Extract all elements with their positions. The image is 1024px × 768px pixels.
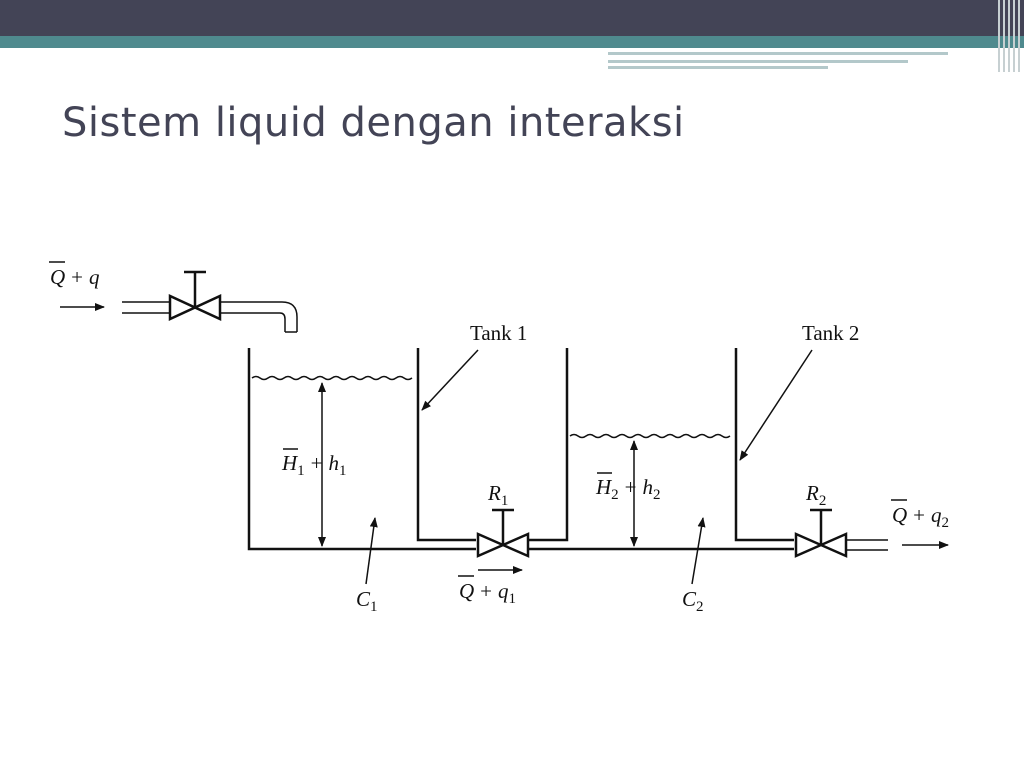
header-dark-bar <box>0 0 1024 36</box>
tank-1-label: Tank 1 <box>470 321 527 345</box>
capacitance-2-leader <box>691 517 706 585</box>
resistor-1-label: R1 <box>487 481 508 509</box>
header-teal-bar <box>0 36 1024 48</box>
tank-1 <box>247 348 476 551</box>
inlet-pipe <box>122 301 298 333</box>
valve-r1 <box>476 508 530 558</box>
outflow-label: Q+q2 <box>892 503 949 531</box>
valve-r2 <box>794 508 888 558</box>
header-stripe-3 <box>608 66 828 69</box>
header-right-lines <box>996 0 1024 72</box>
tank-2-label: Tank 2 <box>802 321 859 345</box>
height-1-label: H1+h1 <box>281 451 347 479</box>
capacitance-2-label: C2 <box>682 587 704 615</box>
height-2-label: H2+h2 <box>595 475 661 503</box>
resistor-2-label: R2 <box>805 481 826 509</box>
inlet-valve <box>168 270 222 321</box>
inflow-label: Q+q <box>50 265 100 289</box>
tank-1-leader <box>421 349 479 411</box>
flow-1-label: Q+q1 <box>459 579 516 607</box>
capacitance-1-leader <box>365 517 378 585</box>
tank-2 <box>528 348 794 551</box>
header-stripe-2 <box>608 60 908 63</box>
capacitance-1-label: C1 <box>356 587 378 615</box>
tank-2-leader <box>739 349 813 461</box>
slide-title: Sistem liquid dengan interaksi <box>62 100 685 146</box>
header-stripe-1 <box>608 52 948 55</box>
